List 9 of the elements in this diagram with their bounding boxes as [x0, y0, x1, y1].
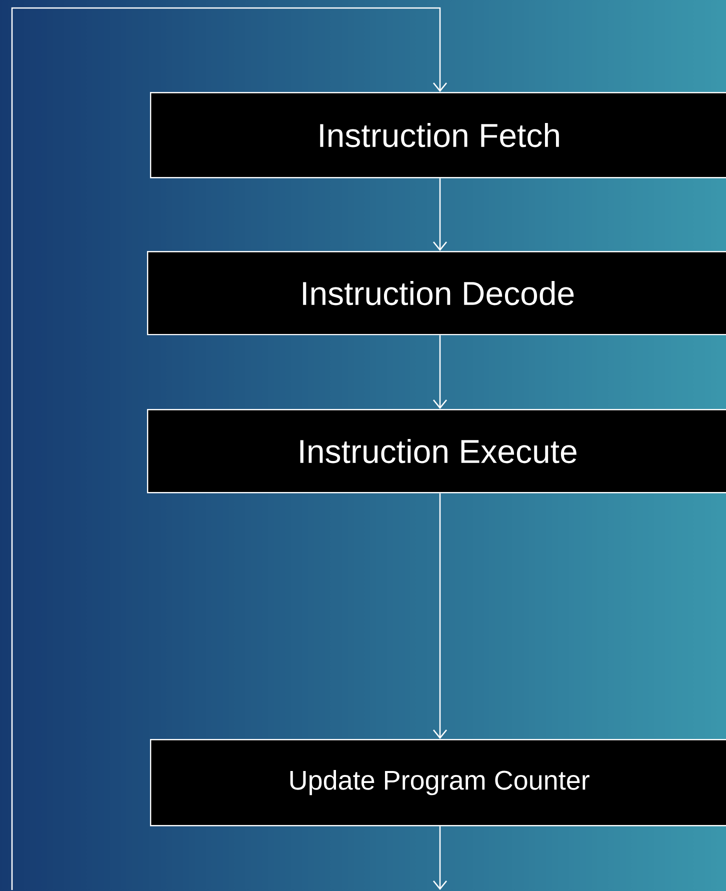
arrow	[433, 335, 447, 409]
process-box: Instruction Decode	[147, 251, 726, 336]
process-box: Update Program Counter	[150, 739, 726, 826]
arrow	[11, 7, 447, 890]
process-box: Instruction Fetch	[150, 92, 726, 178]
arrow	[433, 493, 447, 739]
arrow	[433, 826, 447, 890]
process-box: Instruction Execute	[147, 409, 726, 494]
arrow	[433, 178, 447, 251]
